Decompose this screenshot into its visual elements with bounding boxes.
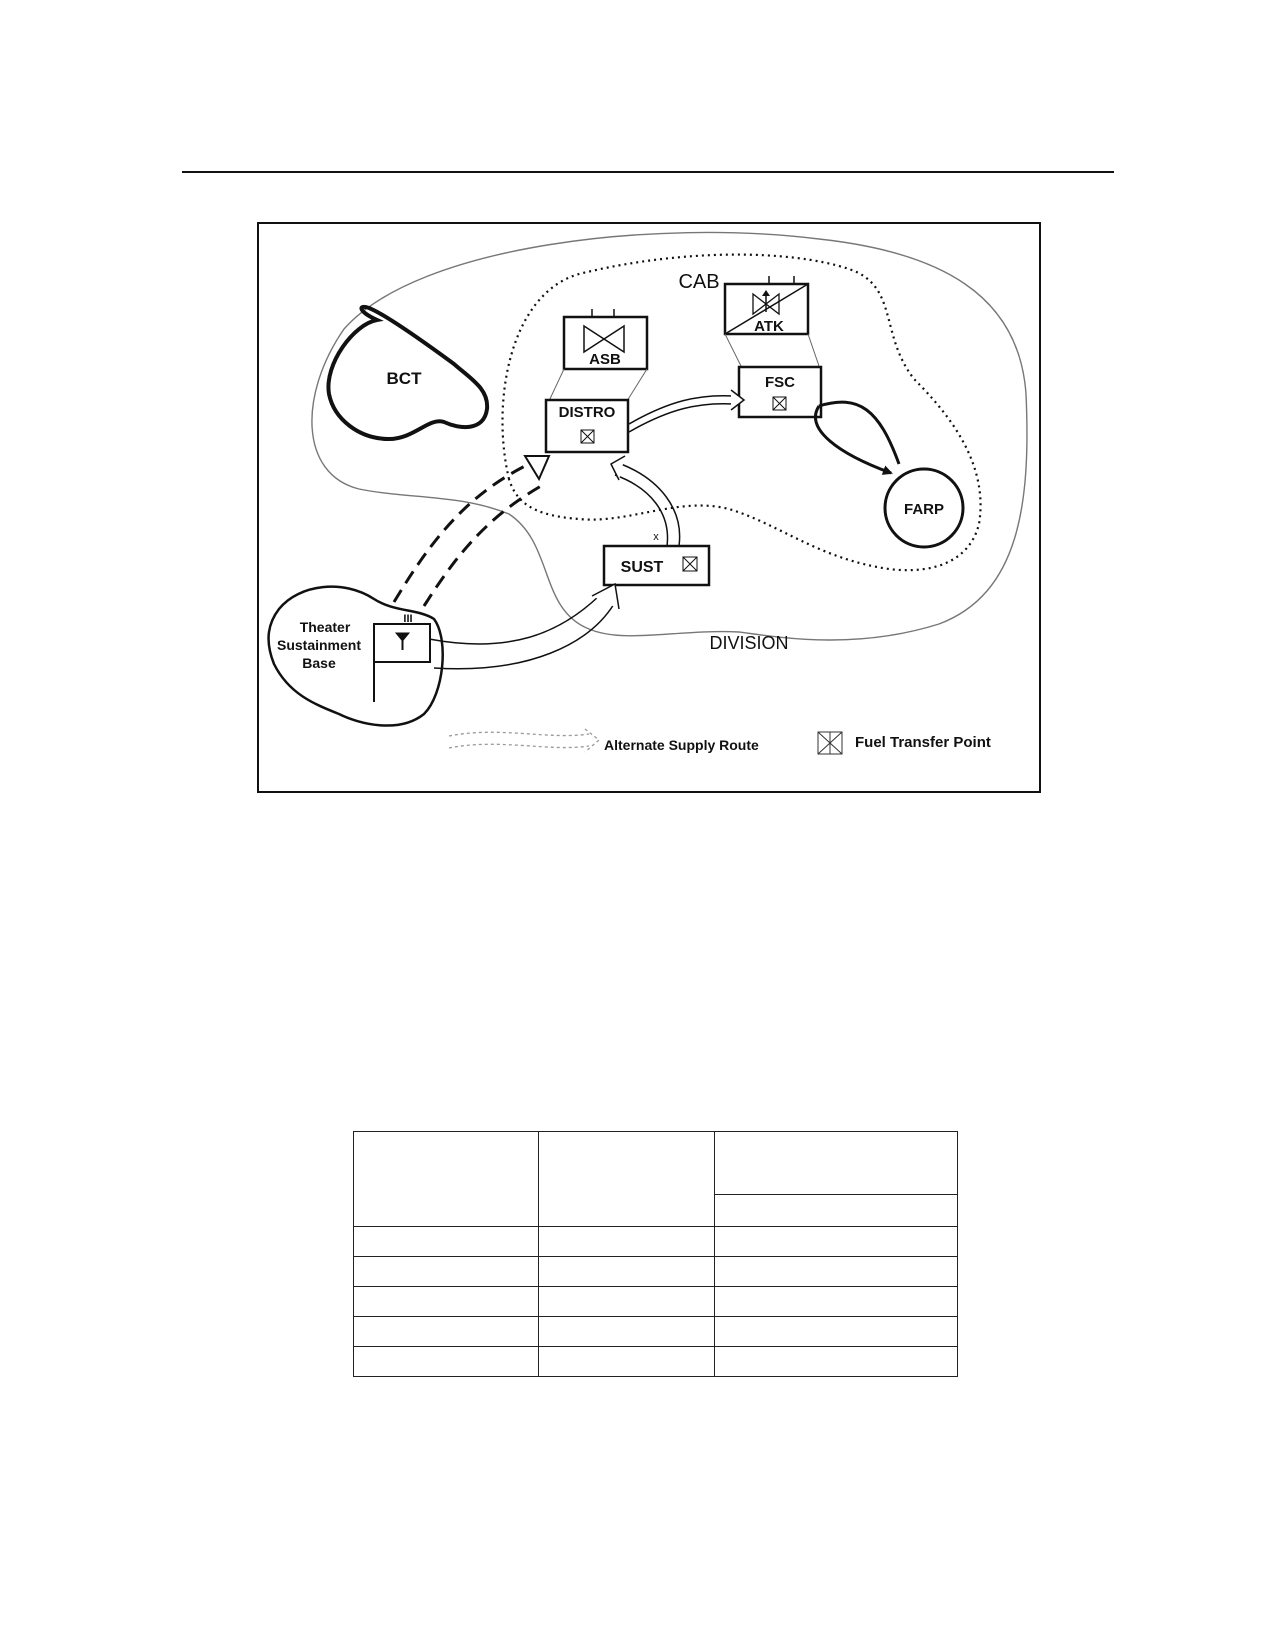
table-cell xyxy=(353,1346,539,1377)
table-row xyxy=(353,1256,958,1287)
table-row xyxy=(353,1226,958,1257)
sust-label: SUST xyxy=(621,559,664,576)
legend-fuel-transfer-point-label: Fuel Transfer Point xyxy=(855,734,991,751)
table-cell xyxy=(538,1226,715,1257)
asb-label: ASB xyxy=(589,351,621,368)
theater-label-line1: Theater xyxy=(300,619,351,635)
distro-label: DISTRO xyxy=(559,404,616,421)
table-cell xyxy=(538,1316,715,1347)
atk-unit: ATK xyxy=(723,276,810,336)
table-cell xyxy=(714,1256,958,1287)
bowtie-icon xyxy=(583,324,625,354)
asb-unit: ASB xyxy=(562,309,649,371)
theater-sustainment-base-area xyxy=(267,585,444,727)
table-header-row xyxy=(353,1131,958,1227)
petroleum-icon xyxy=(394,632,411,642)
sust-unit: x SUST xyxy=(602,531,711,587)
legend-fuel-transfer-point: Fuel Transfer Point xyxy=(817,731,991,755)
fsc-unit: FSC xyxy=(737,365,823,419)
table-header-cell xyxy=(353,1131,539,1227)
table-row xyxy=(353,1286,958,1317)
fsc-to-farp-route xyxy=(814,400,899,473)
table-header-cell xyxy=(714,1131,958,1195)
alternate-supply-route-arrows xyxy=(392,455,551,607)
sust-to-distro-route xyxy=(610,455,681,547)
table-cell xyxy=(353,1226,539,1257)
table-cell xyxy=(538,1256,715,1287)
table-cell xyxy=(538,1346,715,1377)
fuel-transfer-point-icon xyxy=(817,731,843,755)
table-cell xyxy=(353,1256,539,1287)
division-boundary xyxy=(311,231,1028,641)
sust-echelon: x xyxy=(653,531,659,543)
supply-diagram: BCT CAB ASB ATK xyxy=(257,222,1041,793)
table-cell xyxy=(538,1286,715,1317)
table-row xyxy=(353,1316,958,1347)
cab-label: CAB xyxy=(678,271,719,293)
theater-label-line2: Sustainment xyxy=(277,637,361,653)
farp-unit: FARP xyxy=(883,467,965,549)
table-cell xyxy=(714,1316,958,1347)
legend-alternate-route-label: Alternate Supply Route xyxy=(604,737,759,753)
theater-to-sust-route xyxy=(428,582,620,670)
bct-label: BCT xyxy=(387,369,423,388)
fuel-transfer-point-icon xyxy=(772,396,787,411)
data-table xyxy=(353,1131,958,1377)
theater-unit-symbol: III xyxy=(373,613,431,702)
cab-boundary xyxy=(501,253,982,572)
legend-alternate-route: Alternate Supply Route xyxy=(448,728,759,753)
table-cell xyxy=(714,1286,958,1317)
table-header-cell xyxy=(714,1194,958,1227)
distro-to-fsc-route xyxy=(628,389,746,433)
bct-area xyxy=(326,305,490,442)
table-row xyxy=(353,1346,958,1377)
division-label: DIVISION xyxy=(709,633,788,653)
table-cell xyxy=(714,1226,958,1257)
attack-helicopter-icon xyxy=(752,292,780,316)
fuel-transfer-point-icon xyxy=(580,429,595,444)
table-header-cell xyxy=(538,1131,715,1227)
fsc-label: FSC xyxy=(765,374,795,391)
atk-label: ATK xyxy=(754,318,784,335)
distro-unit: DISTRO xyxy=(544,398,630,454)
top-rule xyxy=(182,171,1114,173)
table-cell xyxy=(714,1346,958,1377)
table-cell xyxy=(353,1286,539,1317)
fuel-transfer-point-icon xyxy=(682,556,698,572)
theater-echelon: III xyxy=(403,613,412,625)
farp-label: FARP xyxy=(904,501,944,518)
table-cell xyxy=(353,1316,539,1347)
theater-label-line3: Base xyxy=(302,655,336,671)
